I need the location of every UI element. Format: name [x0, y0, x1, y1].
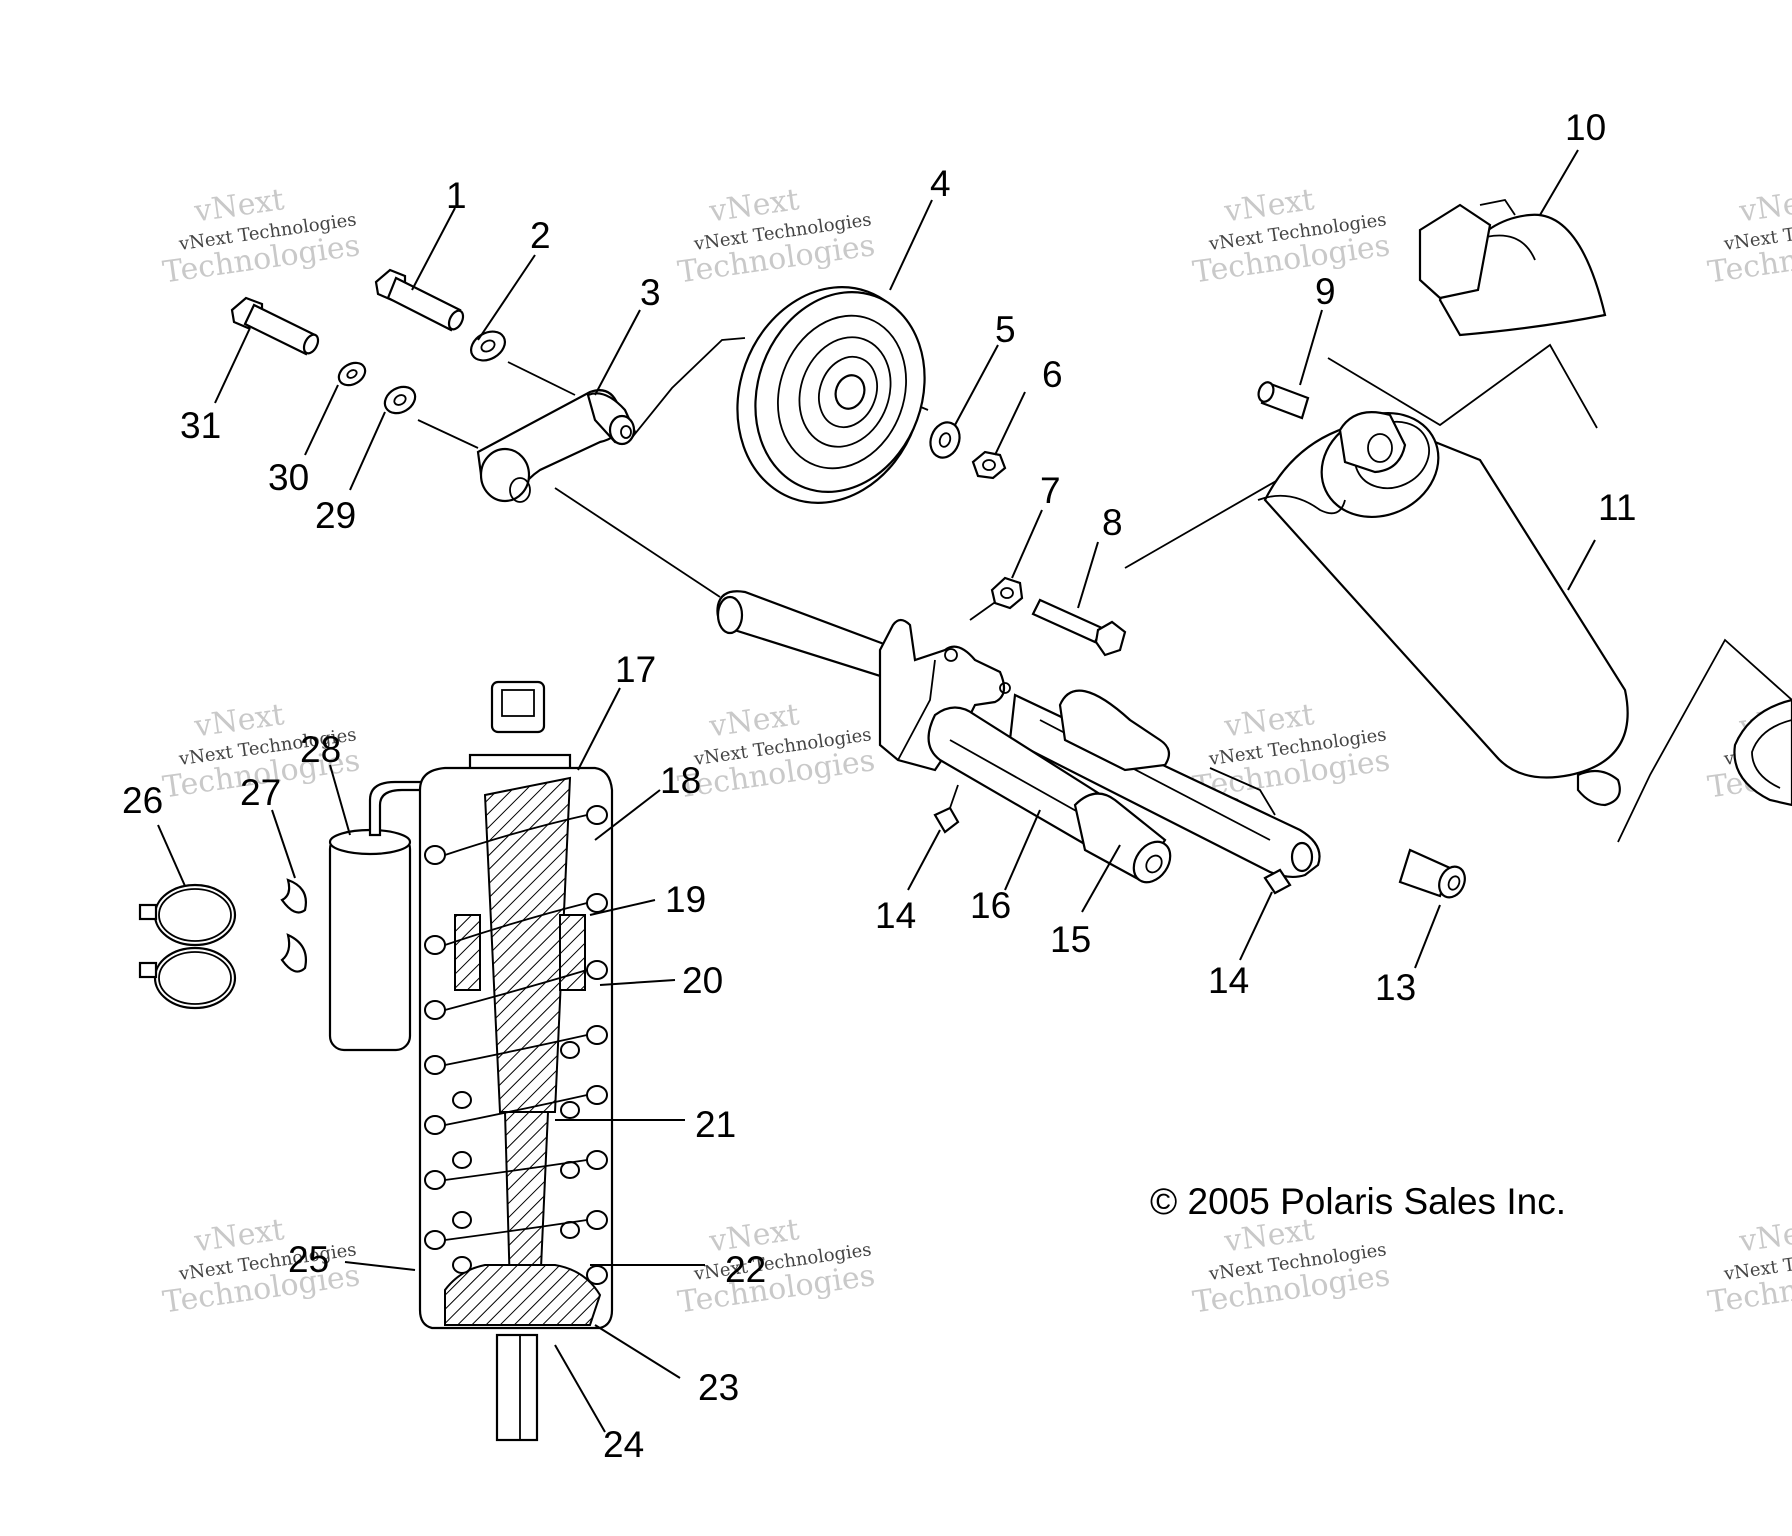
part-bolt-1 — [374, 268, 465, 332]
callout-22: 22 — [725, 1249, 766, 1290]
watermark-line1: vNext — [1736, 182, 1792, 229]
part-bolt-8 — [1031, 598, 1127, 657]
callout-11: 11 — [1598, 487, 1636, 528]
callout-27: 27 — [240, 772, 281, 813]
copyright-text: © 2005 Polaris Sales Inc. — [1150, 1181, 1566, 1222]
watermark: vNext vNext Technologies Technologies — [161, 182, 362, 290]
callout-28: 28 — [300, 729, 341, 770]
watermark-line1: vNext — [1736, 1212, 1792, 1259]
callout-13: 13 — [1375, 967, 1416, 1008]
part-idler-arm-3 — [476, 389, 637, 503]
part-front-arm — [716, 590, 902, 682]
callout-20: 20 — [682, 960, 723, 1001]
callout-17: 17 — [615, 649, 656, 690]
callout-31: 31 — [180, 405, 221, 446]
callout-24: 24 — [603, 1424, 644, 1465]
watermark: vNext vNext Technologies Technologies — [676, 1212, 877, 1320]
callout-26: 26 — [122, 780, 163, 821]
callout-25: 25 — [288, 1239, 329, 1280]
callout-30: 30 — [268, 457, 309, 498]
leader-lines — [157, 149, 1596, 1433]
part-grease-fitting-14a — [933, 784, 960, 834]
callout-19: 19 — [665, 879, 706, 920]
callout-16: 16 — [970, 885, 1011, 926]
callout-7: 7 — [1040, 470, 1061, 511]
part-bracket — [878, 618, 1011, 772]
callout-3: 3 — [640, 272, 661, 313]
part-reservoir-28 — [328, 780, 527, 1052]
callout-14b: 14 — [1208, 960, 1249, 1001]
watermark: vNext vNext Technologies Technologies — [1191, 182, 1392, 290]
part-shock-body-11 — [1257, 411, 1629, 807]
callout-4: 4 — [930, 163, 951, 204]
part-end-cap-10 — [1418, 198, 1607, 337]
callout-23: 23 — [698, 1367, 739, 1408]
watermark-layer: vNext vNext Technologies Technologies vN… — [161, 182, 1792, 1320]
part-nut-6 — [971, 450, 1007, 480]
part-washer-2 — [470, 330, 506, 362]
part-idler-wheel-4 — [736, 286, 926, 504]
callout-9: 9 — [1315, 271, 1336, 312]
watermark: vNext vNext Technologies Technologies — [1191, 697, 1392, 805]
callout-8: 8 — [1102, 502, 1123, 543]
watermark: vNext vNext Technologies Technologies — [676, 182, 877, 290]
part-washer-5 — [929, 421, 961, 459]
callout-14a: 14 — [875, 895, 916, 936]
callout-5: 5 — [995, 309, 1016, 350]
watermark: vNext vNext Technologies Technologies — [1706, 182, 1792, 290]
callout-15: 15 — [1050, 919, 1091, 960]
callout-2: 2 — [530, 215, 551, 256]
callout-1: 1 — [446, 175, 467, 216]
callout-10: 10 — [1565, 107, 1606, 148]
part-edge-partial — [1733, 698, 1792, 807]
callout-29: 29 — [315, 495, 356, 536]
part-clamp-26 — [138, 883, 237, 1010]
callout-6: 6 — [1042, 354, 1063, 395]
part-shock-cutaway — [418, 680, 614, 1442]
part-bushing-15 — [1073, 792, 1172, 884]
part-spacer-9 — [1257, 381, 1310, 420]
part-washer-29 — [383, 385, 417, 415]
callout-labels: 1 2 3 4 5 6 7 8 9 10 11 13 14 14 15 16 1… — [122, 107, 1636, 1465]
part-bolt-31 — [230, 296, 320, 356]
part-nut-7 — [990, 576, 1024, 610]
callout-18: 18 — [660, 760, 701, 801]
part-retaining-ring-27 — [280, 878, 307, 973]
part-washer-30 — [337, 361, 367, 387]
watermark: vNext vNext Technologies Technologies — [161, 1212, 362, 1320]
callout-21: 21 — [695, 1104, 736, 1145]
part-spring-coils — [424, 805, 608, 1285]
part-shaft-end-13 — [1398, 848, 1466, 899]
watermark: vNext vNext Technologies Technologies — [1706, 1212, 1792, 1320]
part-grease-fitting-14b — [1263, 868, 1292, 895]
